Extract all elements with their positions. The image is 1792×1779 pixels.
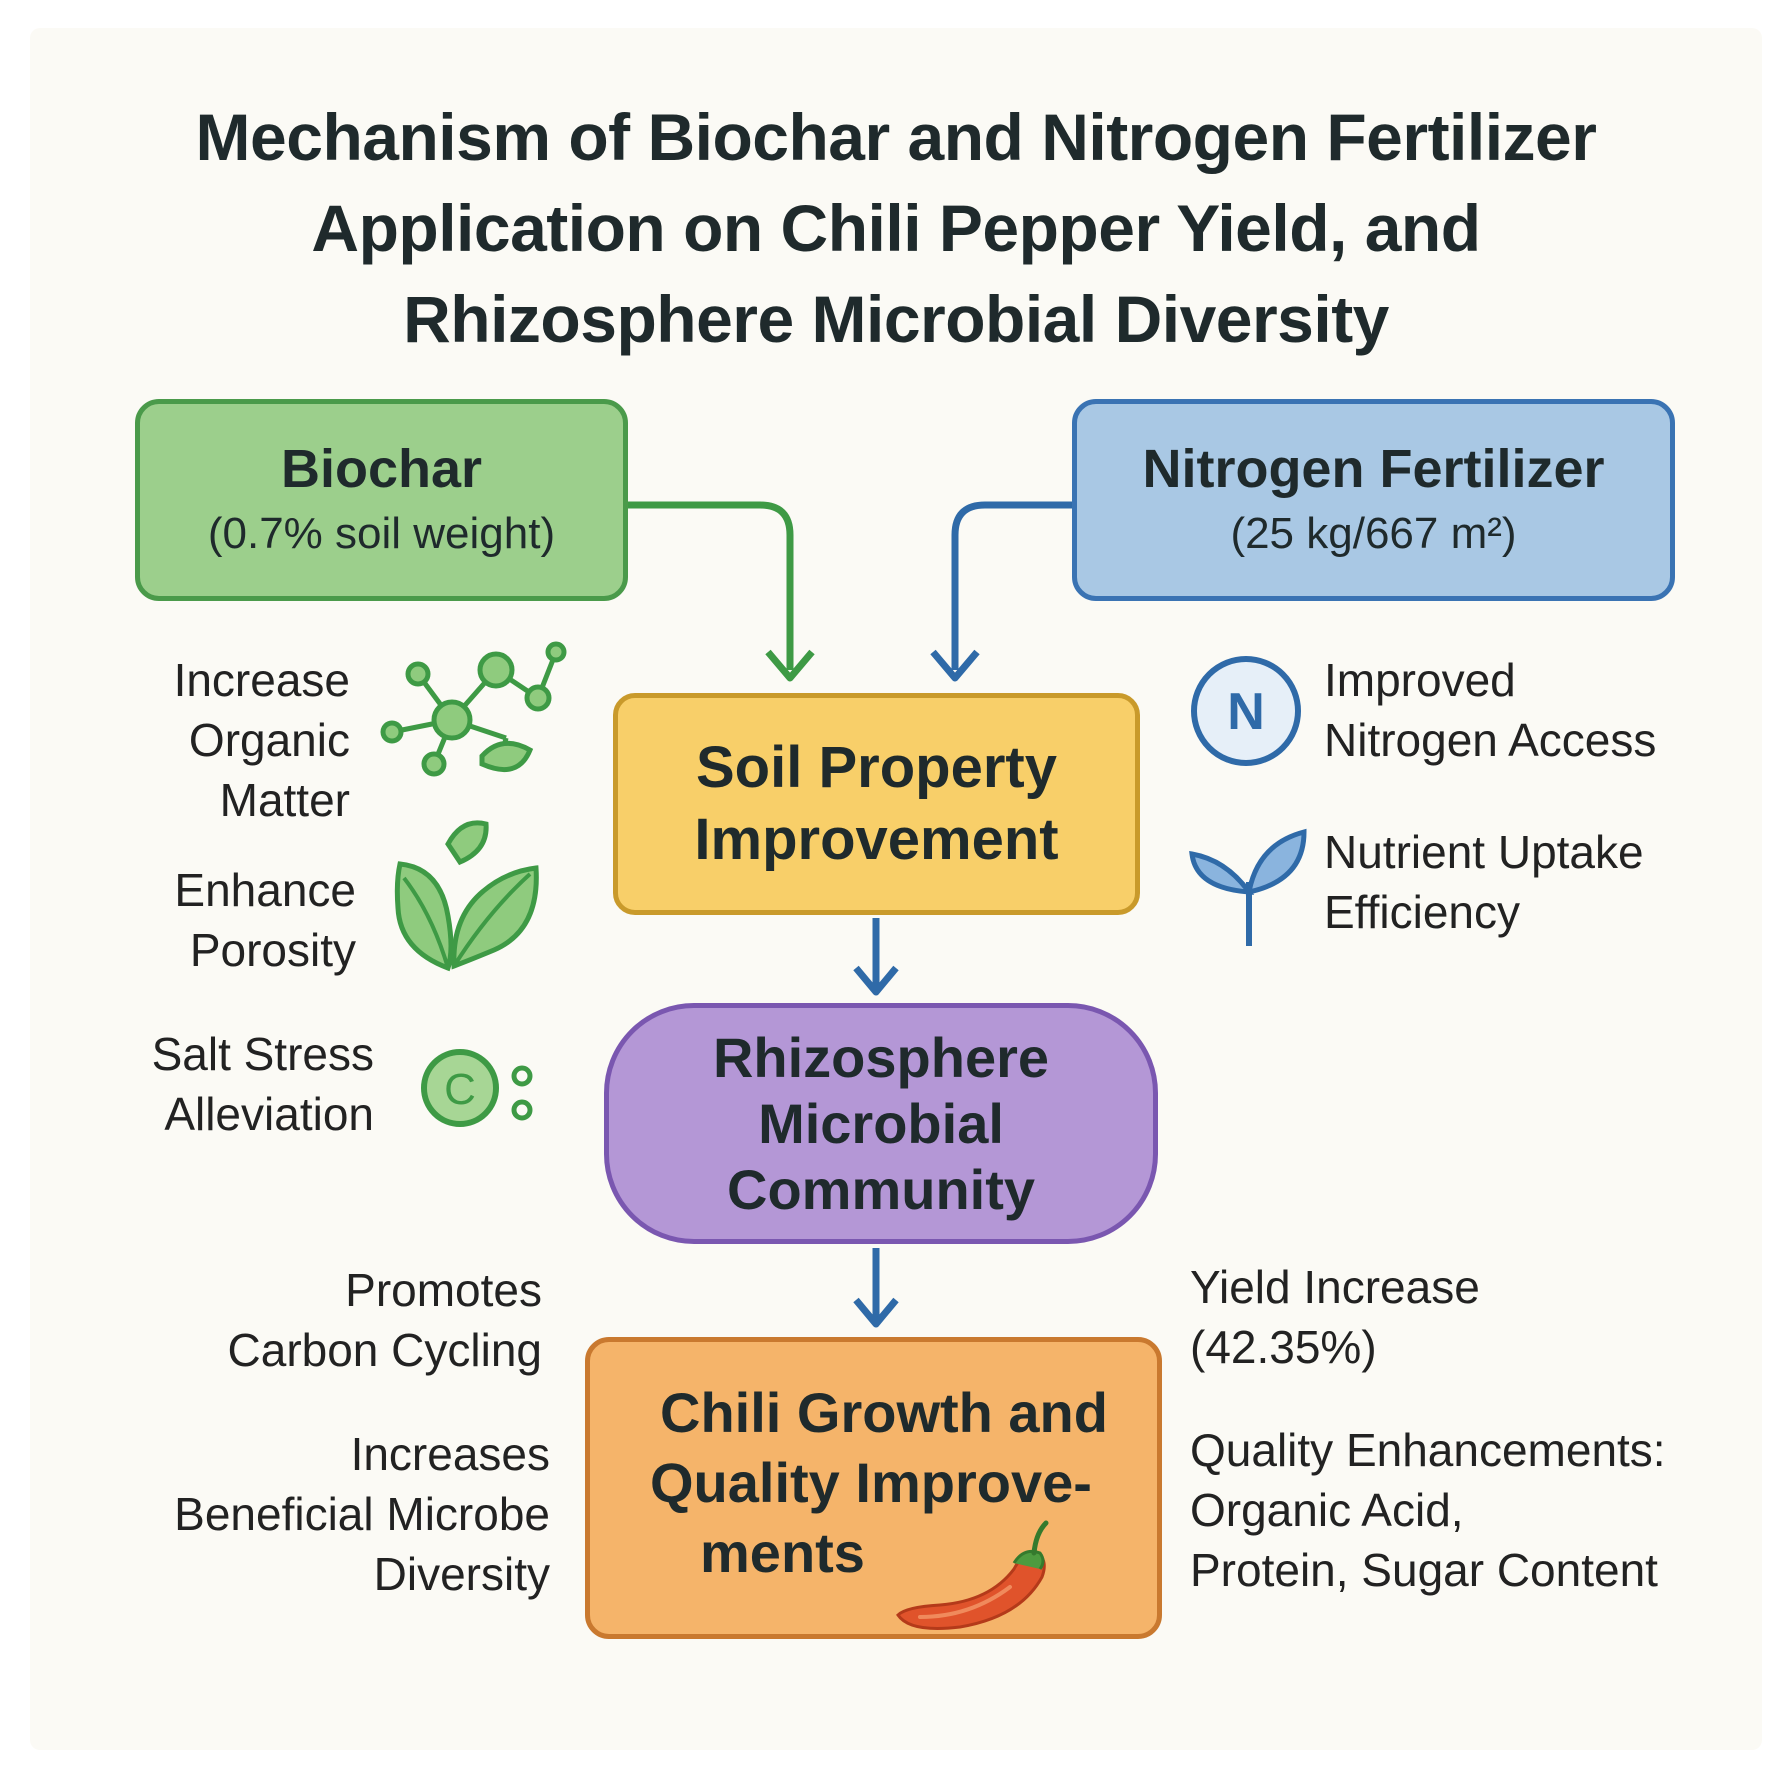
outcome-yield-increase: Yield Increase (42.35%) bbox=[1190, 1261, 1480, 1373]
chili-line-1: Chili Growth and bbox=[660, 1381, 1108, 1444]
leaves-icon bbox=[394, 820, 539, 972]
molecule-icon bbox=[380, 641, 567, 777]
effect-promotes-carbon-cycling: Promotes Carbon Cycling bbox=[227, 1264, 542, 1376]
nitrogen-fertilizer-amount: (25 kg/667 m²) bbox=[1230, 509, 1517, 558]
microbial-line-2: Microbial bbox=[758, 1091, 1004, 1155]
effect-enhance-porosity: Enhance Porosity bbox=[174, 864, 356, 976]
title-line-2: Application on Chili Pepper Yield, and bbox=[311, 191, 1481, 265]
outcome-quality-enhancements: Quality Enhancements: Organic Acid, Prot… bbox=[1190, 1424, 1666, 1596]
diagram-title: Mechanism of Biochar and Nitrogen Fertil… bbox=[0, 92, 1792, 365]
chili-growth-label: Chili Growth and Quality Improve- ments bbox=[650, 1378, 1130, 1588]
chili-line-2: Quality Improve- bbox=[650, 1451, 1092, 1514]
effect-increase-organic-matter: Increase Organic Matter bbox=[173, 654, 350, 826]
chili-line-3: ments bbox=[700, 1521, 865, 1584]
carbon-icon: C bbox=[421, 1049, 533, 1127]
biochar-label: Biochar bbox=[280, 439, 483, 499]
title-line-1: Mechanism of Biochar and Nitrogen Fertil… bbox=[195, 100, 1597, 174]
effect-salt-stress-alleviation: Salt Stress Alleviation bbox=[151, 1028, 374, 1140]
effect-nutrient-uptake-efficiency: Nutrient Uptake Efficiency bbox=[1324, 826, 1644, 938]
soil-property-line-1: Soil Property bbox=[696, 735, 1057, 800]
microbial-community-box: Rhizosphere Microbial Community bbox=[604, 1003, 1158, 1244]
microbial-line-3: Community bbox=[727, 1157, 1035, 1221]
title-line-3: Rhizosphere Microbial Diversity bbox=[403, 282, 1389, 356]
svg-text:C: C bbox=[444, 1065, 476, 1114]
microbial-line-1: Rhizosphere bbox=[712, 1025, 1050, 1089]
soil-property-box: Soil Property Improvement bbox=[613, 693, 1140, 915]
biochar-box: Biochar (0.7% soil weight) bbox=[135, 399, 628, 601]
sprout-icon bbox=[1189, 828, 1307, 946]
nitrogen-fertilizer-box: Nitrogen Fertilizer (25 kg/667 m²) bbox=[1072, 399, 1675, 601]
chili-pepper-icon bbox=[896, 1520, 1049, 1630]
svg-text:N: N bbox=[1227, 683, 1265, 741]
biochar-amount: (0.7% soil weight) bbox=[207, 509, 556, 558]
chili-growth-box: Chili Growth and Quality Improve- ments bbox=[585, 1337, 1162, 1639]
effect-increases-beneficial-microbe-diversity: Increases Beneficial Microbe Diversity bbox=[174, 1428, 550, 1600]
nitrogen-icon: N bbox=[1191, 656, 1301, 766]
effect-improved-nitrogen-access: Improved Nitrogen Access bbox=[1324, 654, 1657, 766]
soil-property-line-2: Improvement bbox=[694, 807, 1059, 872]
nitrogen-fertilizer-label: Nitrogen Fertilizer bbox=[1142, 439, 1605, 499]
